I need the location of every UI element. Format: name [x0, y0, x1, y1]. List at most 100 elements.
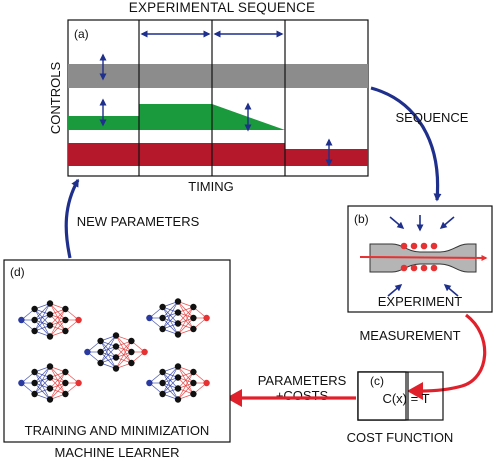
new-parameters-label: NEW PARAMETERS — [77, 214, 200, 229]
network-edge — [162, 301, 179, 319]
network-node — [128, 359, 135, 367]
network-node — [31, 327, 38, 335]
network-node — [18, 316, 25, 324]
network-node — [31, 316, 38, 324]
network-node — [190, 303, 197, 311]
network-node — [174, 363, 182, 370]
machine-learner-label: MACHINE LEARNER — [55, 445, 180, 460]
network-node — [159, 303, 166, 311]
network-edge — [34, 377, 51, 395]
network-node — [112, 343, 120, 350]
network-node — [190, 390, 197, 398]
network-node — [174, 396, 182, 403]
network-edge — [49, 371, 66, 400]
measurement-arrowhead — [407, 382, 423, 400]
network-edge — [177, 306, 194, 335]
network-node — [128, 337, 135, 345]
network-edge — [49, 319, 66, 337]
network-node — [174, 309, 182, 316]
network-edge — [115, 351, 132, 369]
network-node — [46, 300, 54, 307]
network-node — [97, 348, 104, 356]
network-edge — [162, 377, 179, 395]
network-node — [159, 379, 166, 387]
sequence-label: SEQUENCE — [396, 110, 469, 125]
network-node — [31, 368, 38, 376]
neural-network — [146, 298, 210, 338]
panel-c-outer-frame — [357, 371, 444, 421]
network-node — [128, 348, 135, 356]
network-node — [62, 305, 69, 313]
panel-c-frame-inner — [357, 371, 407, 421]
network-node — [62, 316, 69, 324]
network-node — [18, 379, 25, 387]
network-edge — [100, 335, 117, 353]
timing-axis-label: TIMING — [188, 179, 234, 194]
parameters-arrowhead — [226, 389, 242, 407]
network-edge — [49, 382, 66, 400]
diagram-title: EXPERIMENTAL SEQUENCE — [129, 0, 316, 15]
neural-network — [18, 363, 82, 403]
panel-a: (a) — [67, 19, 369, 177]
neural-networks — [18, 298, 210, 403]
network-edge — [177, 371, 194, 389]
experiment-label: EXPERIMENT — [378, 294, 463, 309]
network-node — [174, 298, 182, 305]
atom — [430, 264, 438, 272]
network-node — [112, 354, 120, 361]
network-edge — [34, 303, 51, 332]
neural-network — [84, 332, 148, 372]
network-edge — [177, 382, 194, 400]
network-node — [159, 390, 166, 398]
neural-network — [146, 363, 210, 403]
network-node — [62, 368, 69, 376]
network-edge — [115, 340, 132, 358]
training-label: TRAINING AND MINIMIZATION — [25, 423, 210, 438]
network-edge — [177, 306, 194, 324]
network-node — [141, 348, 148, 356]
network-edge — [177, 371, 194, 400]
network-node — [46, 396, 54, 403]
network-node — [31, 379, 38, 387]
panel-d: (d) TRAINING AND MINIMIZATION — [3, 259, 231, 443]
network-node — [203, 314, 210, 322]
new-parameters-arrow — [64, 178, 80, 259]
measurement-arrow — [419, 313, 487, 393]
atom — [410, 264, 418, 272]
network-node — [75, 316, 82, 324]
gray-control-band — [68, 64, 368, 88]
network-edge — [162, 366, 179, 395]
network-edge — [34, 303, 51, 321]
network-node — [174, 331, 182, 338]
panel-b-tag: (b) — [354, 212, 369, 226]
network-edge — [49, 308, 66, 337]
network-node — [190, 314, 197, 322]
beam-arrow — [439, 216, 455, 229]
network-node — [112, 365, 120, 372]
panel-a-tag: (a) — [74, 27, 89, 41]
panel-c-tag: (c) — [370, 374, 384, 388]
network-node — [112, 332, 120, 339]
network-node — [97, 359, 104, 367]
network-node — [46, 311, 54, 318]
network-node — [46, 374, 54, 381]
network-node — [62, 379, 69, 387]
network-edge — [49, 308, 66, 326]
network-node — [174, 320, 182, 327]
network-node — [62, 390, 69, 398]
parameters-label-line1: PARAMETERS — [258, 373, 347, 388]
network-node — [84, 348, 91, 356]
panel-b: (b) EXPERIMENT — [347, 205, 493, 313]
network-node — [203, 379, 210, 387]
neural-network — [18, 300, 82, 340]
network-edge — [100, 346, 117, 364]
beam-arrow — [387, 284, 403, 297]
atom — [400, 242, 408, 250]
laser-beam — [359, 254, 488, 261]
beam-arrow — [389, 216, 405, 229]
network-edge — [177, 317, 194, 335]
beam-arrow — [443, 284, 459, 297]
network-node — [31, 305, 38, 313]
network-node — [146, 379, 153, 387]
